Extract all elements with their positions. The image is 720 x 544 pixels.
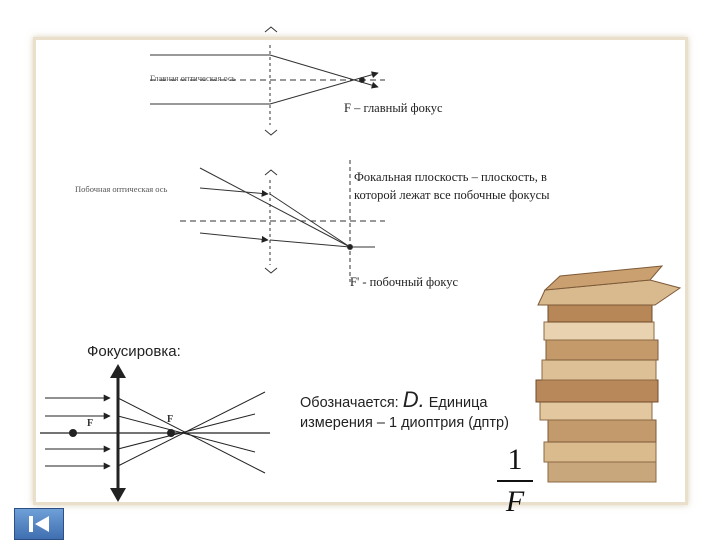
description-text: Обозначается: D. Единица измерения – 1 д… (300, 387, 585, 433)
lens-arrow-top (110, 364, 126, 378)
focus-label-right: F (167, 414, 174, 425)
focus-point-left (69, 429, 77, 437)
lens-bottom-marker (264, 129, 278, 136)
secondary-axis-label: Побочная оптическая ось (75, 184, 168, 194)
middle-lens-diagram (180, 160, 385, 282)
secondary-focus-point (347, 244, 353, 250)
description-unit-start: Единица (424, 395, 488, 411)
main-focus-point (359, 77, 365, 83)
description-unit-line: измерения – 1 диоптрия (дптр) (300, 415, 509, 431)
focusing-diagram (40, 364, 270, 502)
output-ray-2 (117, 415, 256, 453)
top-lens-diagram (150, 26, 385, 136)
formula-bar (497, 480, 533, 482)
description-prefix: Обозначается: (300, 395, 403, 411)
skip-to-start-icon (29, 516, 49, 532)
refracted-ray-2 (269, 239, 351, 248)
main-focus-label: F – главный фокус (344, 101, 443, 115)
lens-bottom-marker-2 (264, 267, 278, 274)
focus-label-left: F (87, 418, 94, 429)
optical-power-symbol: D. (402, 387, 425, 412)
refracted-ray-1 (269, 193, 351, 248)
book-stack-image (535, 265, 682, 483)
formula-numerator: 1 (507, 443, 523, 476)
parallel-ray-2 (199, 232, 269, 243)
secondary-optical-axis (199, 167, 351, 248)
focus-point-right (167, 429, 175, 437)
lens-arrow-bottom (110, 488, 126, 502)
output-ray-4 (117, 391, 266, 467)
first-slide-button[interactable] (14, 508, 64, 540)
parallel-ray-1 (199, 187, 269, 197)
lens-top-marker-2 (264, 169, 278, 176)
formula-fraction: 1 F (495, 445, 535, 517)
formula-denominator: F (505, 485, 525, 518)
focal-plane-label-line1: Фокальная плоскость – плоскость, в (354, 170, 547, 184)
focusing-title: Фокусировка: (87, 343, 181, 360)
secondary-focus-label: F' - побочный фокус (350, 275, 459, 289)
focal-plane-label-line2: которой лежат все побочные фокусы (354, 188, 550, 202)
lens-top-marker (264, 26, 278, 33)
main-axis-label: Главная оптическая ось (150, 73, 236, 83)
